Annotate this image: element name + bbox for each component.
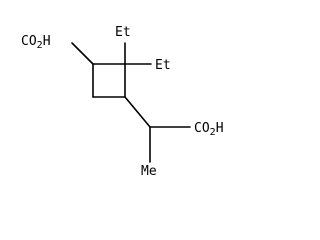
- methyl-label: Me: [141, 164, 157, 179]
- cyclobutane-ring: [92, 63, 126, 98]
- chemical-structure-diagram: CO2H Et Et CO2H Me: [21, 25, 224, 179]
- top-ethyl-label: Et: [115, 25, 131, 40]
- right-carboxyl-label: CO2H: [194, 121, 224, 138]
- left-carboxyl-label: CO2H: [21, 34, 51, 51]
- bond-to-left-carboxyl: [71, 42, 94, 65]
- bond-ring-to-ch: [124, 96, 151, 128]
- right-ethyl-label: Et: [155, 58, 171, 73]
